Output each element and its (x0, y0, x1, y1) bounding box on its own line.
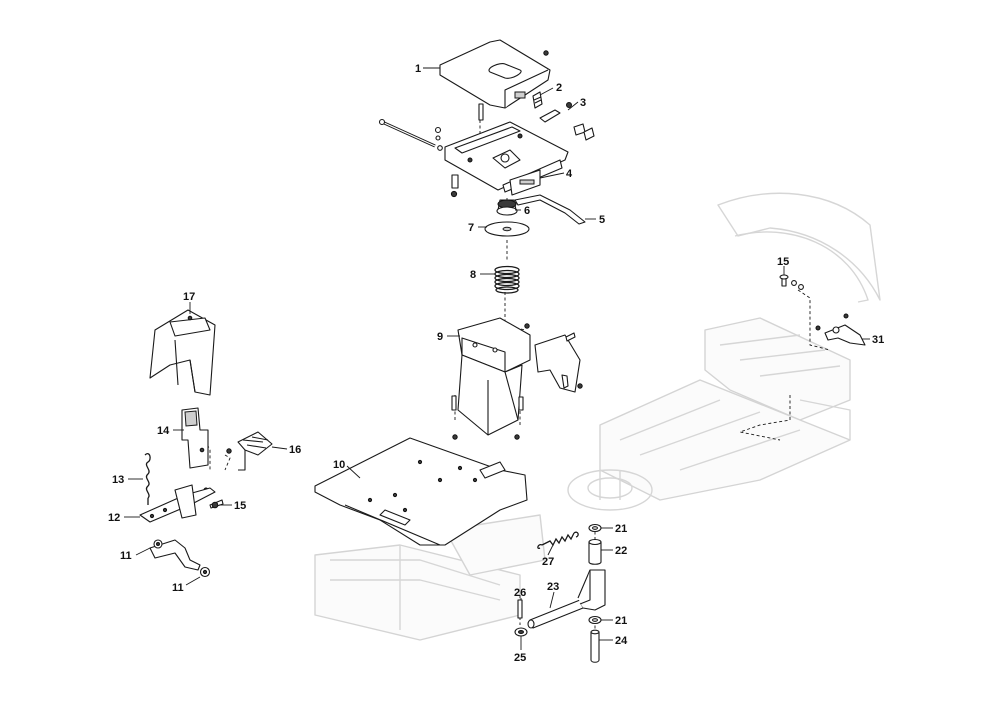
callout-14: 14 (157, 425, 170, 437)
callout-11-upper: 11 (120, 550, 132, 562)
part-21-washer-lower (588, 615, 602, 625)
part-17-shroud (149, 309, 216, 396)
callout-26: 26 (514, 587, 526, 599)
part-3-bracket (539, 102, 572, 123)
part-11-bracket (149, 539, 211, 578)
callout-7: 7 (468, 222, 474, 234)
callout-11-lower: 11 (172, 582, 184, 594)
callout-8: 8 (470, 269, 476, 281)
part-5-lever (514, 194, 586, 225)
part-4-slide-frame (444, 121, 569, 196)
callout-2: 2 (556, 82, 562, 94)
callout-22: 22 (615, 545, 627, 557)
callout-25: 25 (514, 652, 526, 664)
callout-10: 10 (333, 459, 345, 471)
part-8-coil-spring (494, 265, 520, 294)
callout-labels: 1 2 3 4 5 6 7 8 9 10 11 11 12 13 14 15 1… (108, 63, 884, 664)
callout-31: 31 (872, 334, 884, 346)
callout-23: 23 (547, 581, 559, 593)
callout-9: 9 (437, 331, 443, 343)
part-22-sleeve (588, 538, 602, 565)
callout-13: 13 (112, 474, 124, 486)
part-31-bracket (815, 313, 866, 346)
part-10-floor-plate (314, 437, 528, 546)
callout-1: 1 (415, 63, 421, 75)
callout-21-upper: 21 (615, 523, 627, 535)
part-16-pedal (226, 431, 273, 471)
ghost-chassis (314, 192, 881, 641)
part-21-washer-upper (588, 523, 602, 533)
hardware-top (434, 103, 595, 198)
callout-4: 4 (566, 168, 573, 180)
tower-cover (534, 332, 583, 393)
callout-27: 27 (542, 556, 554, 568)
part-15-bolt-right (779, 274, 804, 290)
part-24-pin (590, 629, 600, 663)
part-12-pivot-arm (139, 484, 224, 523)
callout-3: 3 (580, 97, 586, 109)
callout-12: 12 (108, 512, 120, 524)
part-26-key (517, 599, 523, 619)
part-13-spring (144, 453, 151, 505)
callout-15-right: 15 (777, 256, 789, 268)
callout-21-lower: 21 (615, 615, 627, 627)
callout-16: 16 (289, 444, 301, 456)
part-14-switch (181, 407, 209, 493)
part-7-disc (484, 221, 530, 237)
leader-lines (124, 67, 870, 650)
callout-6: 6 (524, 205, 530, 217)
part-6-bushing (496, 199, 518, 216)
part-1-seat-plate (439, 39, 551, 109)
callout-17: 17 (183, 291, 195, 303)
part-25-collar (514, 627, 528, 637)
part-2-pin (532, 91, 543, 109)
callout-24: 24 (615, 635, 628, 647)
part-27-extension-spring (537, 531, 579, 550)
part-9-tower (451, 317, 531, 440)
rod (378, 118, 436, 148)
part-23-shaft (527, 569, 606, 629)
callout-5: 5 (599, 214, 605, 226)
callout-15-left: 15 (234, 500, 246, 512)
